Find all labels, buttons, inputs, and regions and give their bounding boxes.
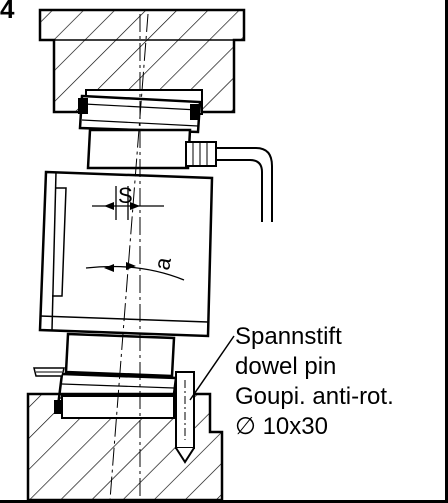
callout-line-english: dowel pin [235,353,337,380]
dowel-pin-callout: Spannstift dowel pin Goupi. anti-rot. ∅ … [235,322,394,442]
callout-line-french: Goupi. anti-rot. [235,383,394,410]
center-lines [109,13,149,501]
figure-number: 4 [0,0,15,24]
lower-mounting-block [26,392,224,502]
gap-dimension-s: S [92,183,164,220]
label-a: a [149,255,176,272]
callout-line-size: ∅ 10x30 [235,413,328,440]
callout-line-german: Spannstift [235,323,342,350]
load-cell-body [38,170,214,338]
cable-connector [185,141,273,222]
dowel-pin [175,371,195,464]
label-s: S [118,183,133,208]
tilt-angle-a: a [85,255,185,281]
callout-leader-line [189,335,235,401]
